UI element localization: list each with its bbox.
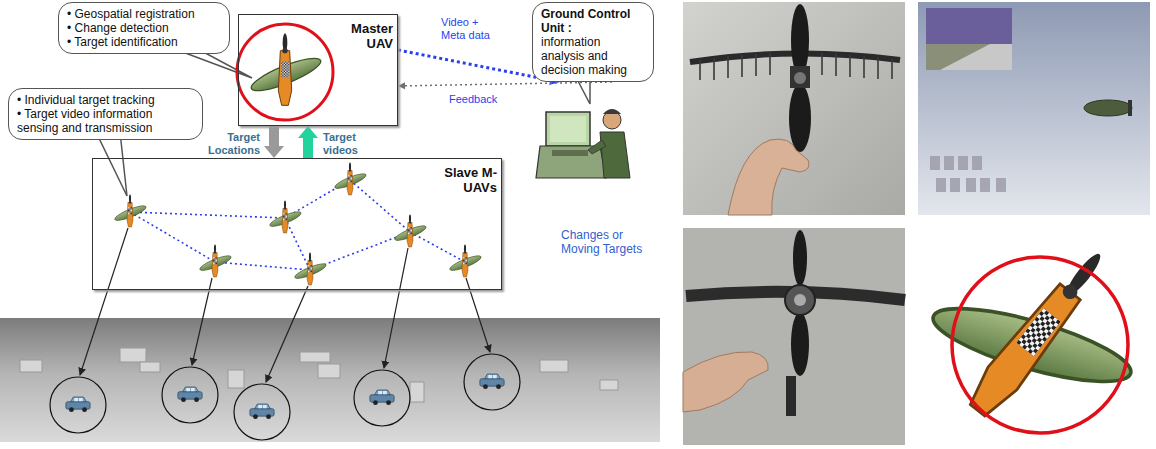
box-title: Master UAV — [341, 21, 393, 51]
ground-band — [0, 318, 660, 442]
car-icon — [250, 404, 274, 419]
connector-line — [404, 82, 612, 86]
photo-plane-front — [683, 2, 905, 215]
callout-text: • Change detection — [67, 21, 221, 35]
callout-text: • Geospatial registration — [67, 7, 221, 21]
callout-text: • Target video information sensing and t… — [17, 107, 194, 135]
callout-text: • Individual target tracking — [17, 93, 194, 107]
network-link — [130, 180, 465, 270]
callout-bubble: • Individual target tracking• Target vid… — [8, 88, 203, 140]
connector-line — [269, 126, 279, 147]
arrow-head — [298, 126, 318, 138]
arrow-label: Target Locations — [205, 131, 261, 157]
uav-icon — [248, 33, 324, 105]
callout-text: • Target identification — [67, 35, 221, 49]
uav-icon — [113, 195, 147, 227]
uav-icon — [333, 163, 367, 195]
uav-icon — [268, 201, 302, 233]
callout-bubble: • Geospatial registration• Change detect… — [58, 2, 230, 54]
callout-text: Ground Control Unit : — [541, 7, 645, 35]
uav-icon — [293, 253, 327, 285]
photo-plane-below — [683, 228, 905, 445]
photo-plane-drawing — [898, 192, 1156, 449]
slave-box: Slave M-UAVs — [92, 158, 502, 290]
target-circle — [50, 354, 520, 440]
connector-line — [303, 137, 313, 158]
connector-arrow — [264, 126, 284, 158]
tracking-arrow — [80, 228, 490, 382]
arrow-head — [398, 82, 405, 89]
operator-figure — [536, 109, 630, 178]
uav-icon — [448, 245, 482, 277]
arrow-head — [264, 146, 284, 158]
photo-plane-flight — [918, 2, 1150, 215]
car-icon — [178, 387, 202, 402]
callout-bubble: Ground Control Unit :information analysi… — [532, 2, 654, 82]
building-blocks — [20, 348, 618, 402]
uav-icon — [198, 245, 232, 277]
highlight-circle — [237, 24, 333, 120]
uav-icon — [393, 215, 427, 247]
callout-tail — [96, 132, 127, 196]
arrow-label: Video + Meta data — [440, 16, 504, 42]
box-title: Slave M-UAVs — [439, 165, 497, 195]
connector-line — [398, 50, 551, 80]
car-icon — [480, 374, 504, 389]
arrow-label: Target videos — [322, 131, 374, 157]
callout-text: information analysis and decision making — [541, 35, 645, 77]
annotation: Changes or Moving Targets — [560, 228, 658, 256]
arrow-label: Feedback — [448, 93, 506, 106]
car-icon — [66, 397, 90, 412]
connector-arrow — [298, 126, 318, 158]
master-box: Master UAV — [238, 14, 398, 126]
connector-arrow — [398, 82, 612, 89]
car-icon — [370, 390, 394, 405]
